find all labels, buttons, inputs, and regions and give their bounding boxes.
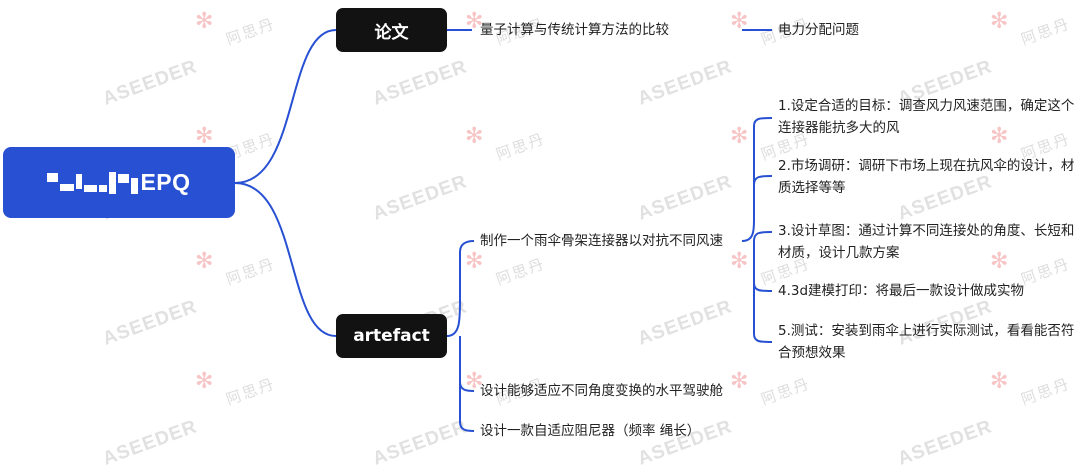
link-step3: [753, 231, 773, 242]
step-2-market-research[interactable]: 2.市场调研：调研下市场上现在抗风伞的设计，材质选择等等: [778, 158, 1075, 196]
link-root-artefact: [234, 182, 337, 337]
link-step4: [753, 241, 773, 292]
link-step5: [753, 283, 773, 343]
step-5-testing[interactable]: 5.测试：安装到雨伞上进行实际测试，看看能否符合预想效果: [778, 323, 1075, 361]
link-artefact-cockpit: [459, 336, 475, 392]
step-4-3d-printing[interactable]: 4.3d建模打印：将最后一款设计做成实物: [778, 283, 1025, 299]
blurred-logo-icon: [47, 171, 139, 194]
connector-lines: [234, 29, 773, 432]
topic-power-distribution[interactable]: 电力分配问题: [778, 22, 859, 38]
root-label: EPQ: [140, 169, 191, 195]
link-umbrella-steps: [741, 117, 773, 242]
topic-adaptive-damper[interactable]: 设计一款自适应阻尼器（频率 绳长）: [480, 423, 701, 439]
link-artefact-trunk: [446, 240, 475, 337]
topic-quantum-comparison[interactable]: 量子计算与传统计算方法的比较: [480, 22, 669, 38]
root-node[interactable]: EPQ: [3, 147, 235, 218]
branch-lunwen[interactable]: 论文: [336, 8, 447, 52]
link-step2: [753, 175, 773, 186]
topic-horizontal-cockpit[interactable]: 设计能够适应不同角度变换的水平驾驶舱: [480, 383, 723, 399]
link-artefact-damper: [459, 382, 475, 432]
step-1-goal[interactable]: 1.设定合适的目标：调查风力风速范围，确定这个连接器能抗多大的风: [778, 98, 1075, 136]
link-root-lunwen: [234, 29, 337, 184]
branch-artefact[interactable]: artefact: [336, 314, 447, 358]
topic-umbrella-connector[interactable]: 制作一个雨伞骨架连接器以对抗不同风速: [480, 233, 723, 249]
step-3-design-sketch[interactable]: 3.设计草图：通过计算不同连接处的角度、长短和材质，设计几款方案: [778, 223, 1075, 261]
